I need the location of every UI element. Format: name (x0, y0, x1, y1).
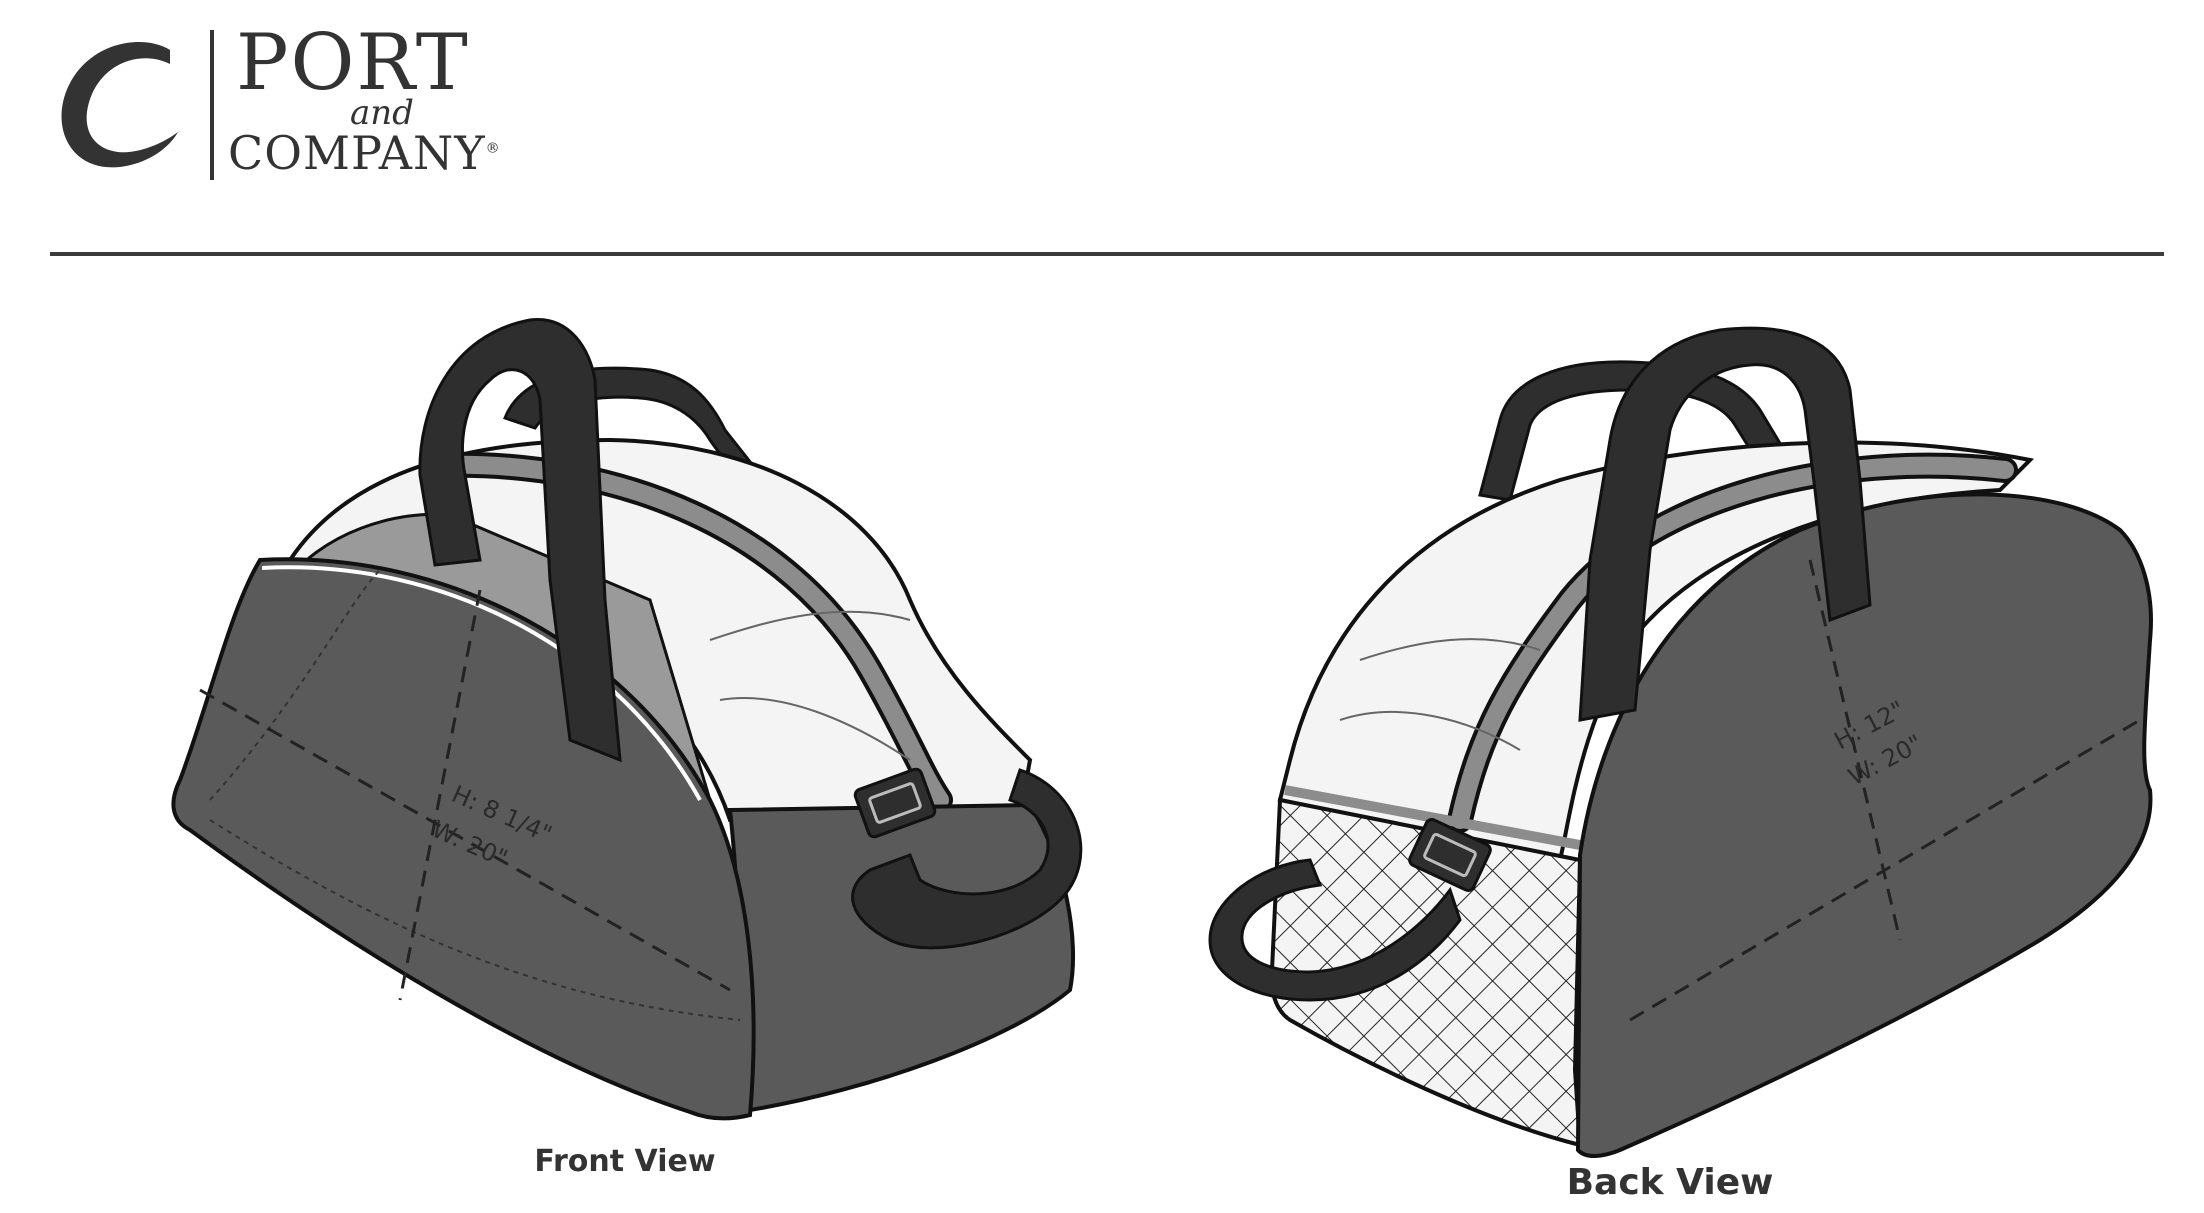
front-view: H: 8 1/4" W: 20" Front View (150, 300, 1100, 1180)
brand-wordmark: PORT and COMPANY® (228, 24, 548, 180)
back-view-label: Back View (1566, 1162, 1774, 1203)
brand-swoosh-icon (61, 42, 178, 168)
duffel-bag-front-illustration: H: 8 1/4" W: 20" (171, 318, 1083, 1121)
brand-logo: PORT and COMPANY® (50, 24, 530, 180)
logo-divider (210, 30, 214, 180)
brand-name-company: COMPANY® (228, 126, 501, 180)
back-view: H: 12" W: 20" Back View (1180, 300, 2160, 1213)
brand-name-and: and (350, 93, 414, 133)
registered-mark: ® (485, 140, 501, 157)
header-divider (50, 252, 2164, 256)
duffel-bag-back-illustration: H: 12" W: 20" (1208, 326, 2153, 1158)
front-view-label: Front View (534, 1144, 716, 1179)
brand-name-port: PORT (236, 18, 470, 108)
